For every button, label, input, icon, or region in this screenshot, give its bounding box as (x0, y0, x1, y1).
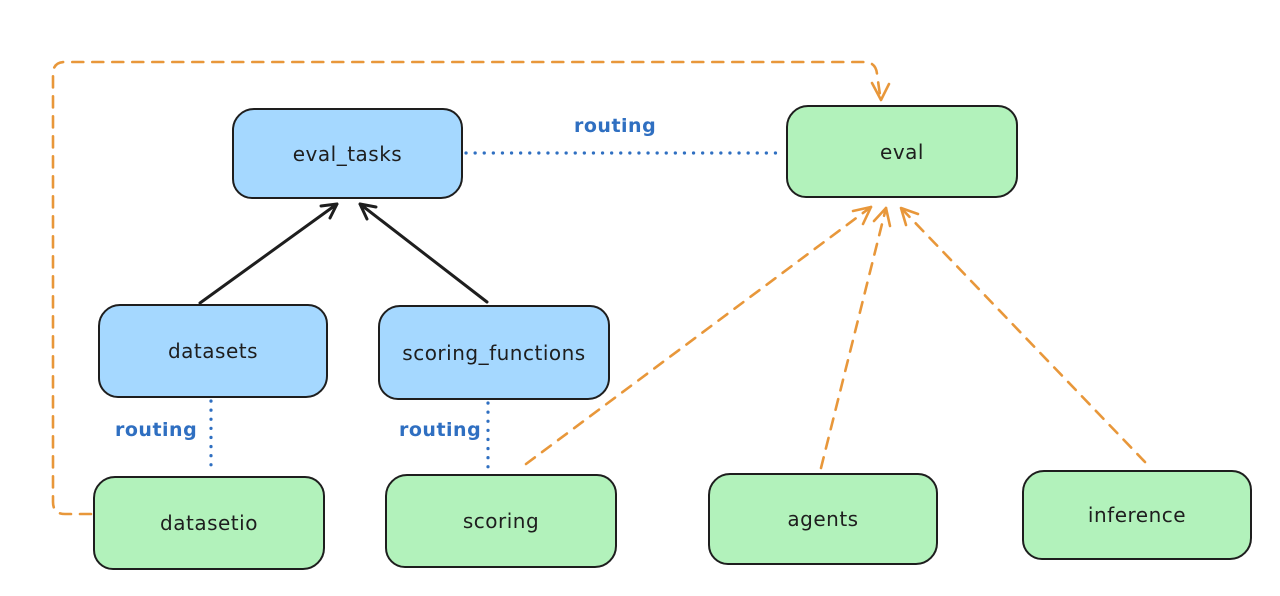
routing-label-datasets-datasetio: routing (115, 419, 198, 441)
edge-datasets-to-eval-tasks (198, 202, 339, 305)
node-datasets: datasets (98, 304, 328, 398)
node-eval-tasks-label: eval_tasks (292, 141, 403, 166)
edge-agents-to-eval (819, 206, 888, 470)
node-eval-tasks: eval_tasks (232, 108, 463, 199)
routing-label-scoring-functions-scoring: routing (399, 419, 482, 441)
arrowhead-datasetio-to-eval (870, 81, 891, 102)
node-datasetio-label: datasetio (160, 511, 258, 535)
node-inference: inference (1022, 470, 1252, 560)
edge-datasetio-to-eval (51, 60, 882, 516)
node-datasetio: datasetio (93, 476, 325, 570)
node-scoring-label: scoring (462, 509, 540, 533)
arrowhead-inference-to-eval (899, 206, 920, 227)
node-agents-label: agents (787, 507, 859, 531)
node-scoring: scoring (385, 474, 617, 568)
edge-scoring-functions-to-eval-tasks (358, 202, 489, 304)
node-inference-label: inference (1087, 503, 1187, 527)
node-eval-label: eval (880, 139, 924, 164)
node-eval: eval (786, 105, 1018, 198)
node-scoring-functions: scoring_functions (378, 305, 610, 400)
node-agents: agents (708, 473, 938, 565)
routing-label-eval-tasks-eval: routing (574, 115, 657, 137)
node-scoring-functions-label: scoring_functions (402, 340, 586, 365)
edge-scoring-to-eval (524, 205, 873, 466)
arrowhead-scoring-to-eval (851, 205, 873, 226)
edge-inference-to-eval (899, 206, 1147, 464)
node-datasets-label: datasets (167, 339, 259, 363)
arrowhead-agents-to-eval (872, 206, 892, 228)
